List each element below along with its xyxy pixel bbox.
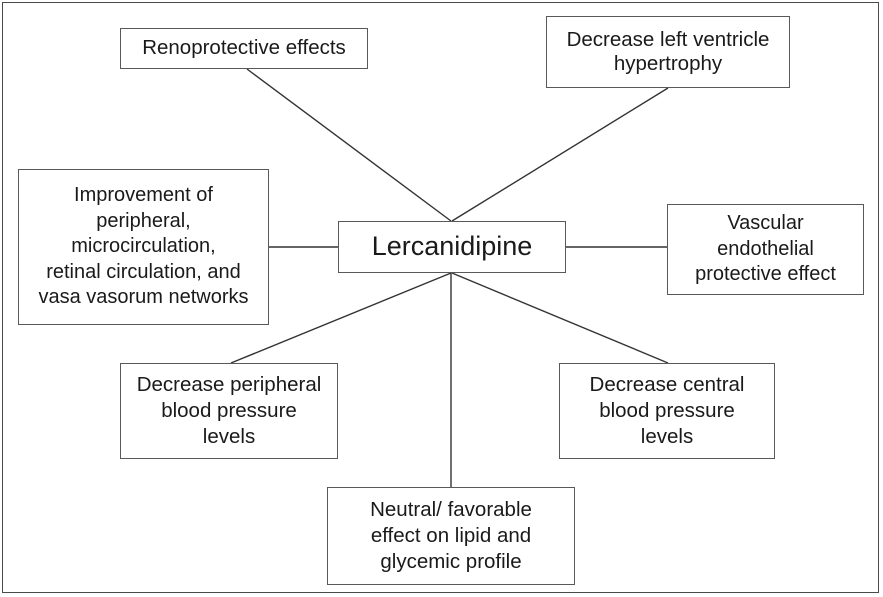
node-central-bp-label: Decrease central blood pressure levels	[589, 372, 745, 449]
node-renoprotective[interactable]: Renoprotective effects	[120, 28, 368, 69]
node-vascular-endothelial-label: Vascular endothelial protective effect	[695, 212, 836, 286]
node-peripheral-bp-label: Decrease peripheral blood pressure level…	[136, 372, 322, 449]
node-peripheral-bp[interactable]: Decrease peripheral blood pressure level…	[120, 363, 338, 459]
node-lipid-glycemic-label: Neutral/ favorable effect on lipid and g…	[370, 497, 532, 574]
edge-central-bp-to-center	[451, 272, 669, 364]
node-lipid-glycemic[interactable]: Neutral/ favorable effect on lipid and g…	[327, 487, 575, 585]
node-lv-hypertrophy[interactable]: Decrease left ventricle hypertrophy	[546, 16, 790, 88]
node-improvement-circulation-label: Improvement of peripheral, microcirculat…	[38, 184, 249, 309]
node-lercanidipine-label: Lercanidipine	[371, 231, 533, 262]
node-vascular-endothelial[interactable]: Vascular endothelial protective effect	[667, 204, 864, 295]
node-renoprotective-label: Renoprotective effects	[142, 36, 346, 60]
node-lercanidipine-center[interactable]: Lercanidipine	[338, 221, 566, 273]
node-central-bp[interactable]: Decrease central blood pressure levels	[559, 363, 775, 459]
edge-peripheral-bp-to-center	[230, 272, 452, 364]
edge-renoprotective-to-center	[246, 68, 452, 222]
node-lv-hypertrophy-label: Decrease left ventricle hypertrophy	[566, 27, 770, 75]
node-improvement-circulation[interactable]: Improvement of peripheral, microcirculat…	[18, 169, 269, 325]
edge-lv-hypertrophy-to-center	[451, 87, 669, 222]
